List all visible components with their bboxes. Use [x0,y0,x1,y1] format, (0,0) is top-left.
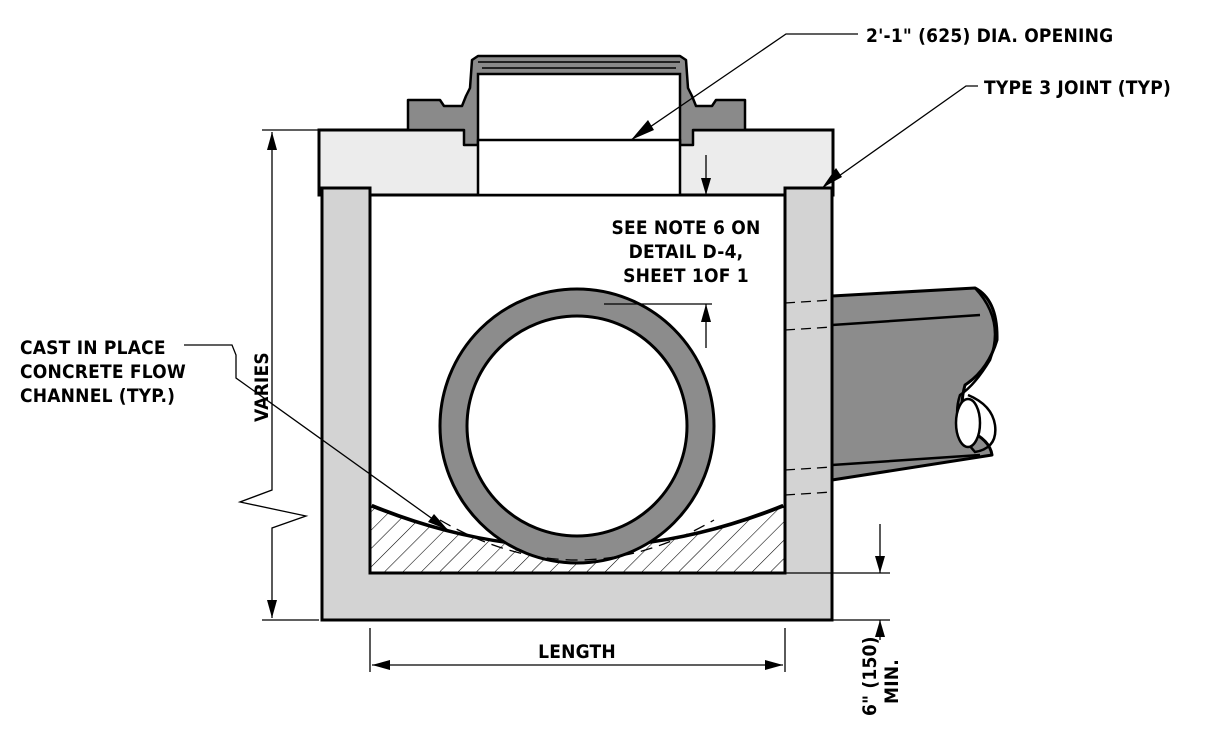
arrow-channel [428,514,448,530]
arrow-joint [822,168,842,188]
channel-line-3: CHANNEL (TYP.) [20,385,175,407]
length-arrow-right [765,660,783,670]
label-length: LENGTH [538,641,616,663]
note-line-1: SEE NOTE 6 ON [611,217,760,239]
channel-line-2: CONCRETE FLOW [20,361,186,383]
side-pipe-bottom-inner [831,453,981,467]
wall-dash-4 [784,491,833,496]
side-pipe-top-inner [831,313,981,327]
side-pipe-bore [954,397,982,449]
varies-arrow-bottom [267,600,277,618]
note-arrow-lower [701,304,711,322]
varies-arrow-top [267,132,277,150]
pipe-bore [465,314,689,538]
leader-joint [821,85,978,189]
label-joint: TYPE 3 JOINT (TYP) [984,77,1171,99]
channel-dashed-curve [439,519,715,561]
min-line-2: MIN. [881,659,903,704]
wall-dash-3 [784,466,833,471]
length-arrow-left [372,660,390,670]
varies-dim-line [237,132,309,618]
arrow-opening [631,120,654,140]
wall-dash-2 [784,326,833,331]
note-line-3: SHEET 1OF 1 [623,265,749,287]
note-line-2: DETAIL D-4, [629,241,744,263]
leader-opening [630,33,858,141]
channel-line-1: CAST IN PLACE [20,337,166,359]
label-varies: VARIES [251,352,273,422]
label-opening: 2'-1" (625) DIA. OPENING [866,25,1113,47]
note-arrow-upper [701,178,711,195]
manhole-wall-base [320,186,834,622]
min-arrow-upper [875,556,885,573]
leader-channel [184,344,449,531]
slab-opening [476,72,682,197]
min-line-1: 6" (150) [859,636,881,716]
min-arrow-lower [875,620,885,637]
wall-dash-1 [784,299,833,304]
